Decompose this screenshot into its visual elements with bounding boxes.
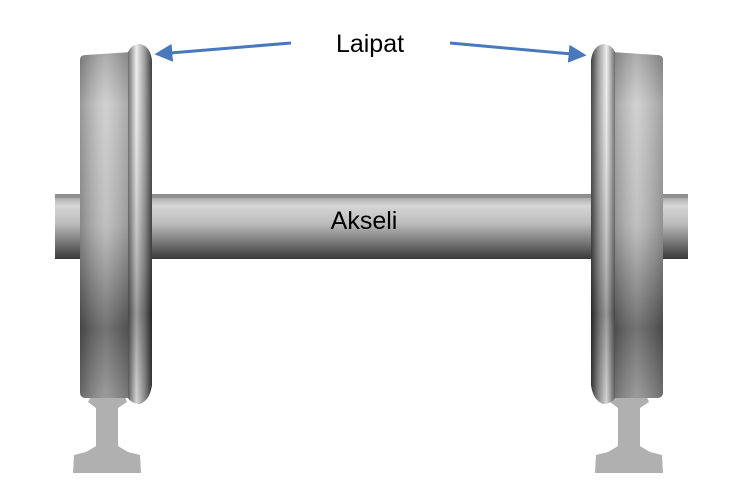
rail-right (595, 395, 663, 473)
flanges-label: Laipat (336, 30, 404, 58)
arrow-to-left-flange (154, 41, 292, 62)
arrow-to-right-flange (449, 41, 587, 63)
wheel-right (591, 44, 663, 404)
rail-left (73, 395, 141, 473)
axle-label: Akseli (331, 207, 398, 235)
axle (55, 194, 688, 259)
wheel-left (80, 44, 152, 404)
